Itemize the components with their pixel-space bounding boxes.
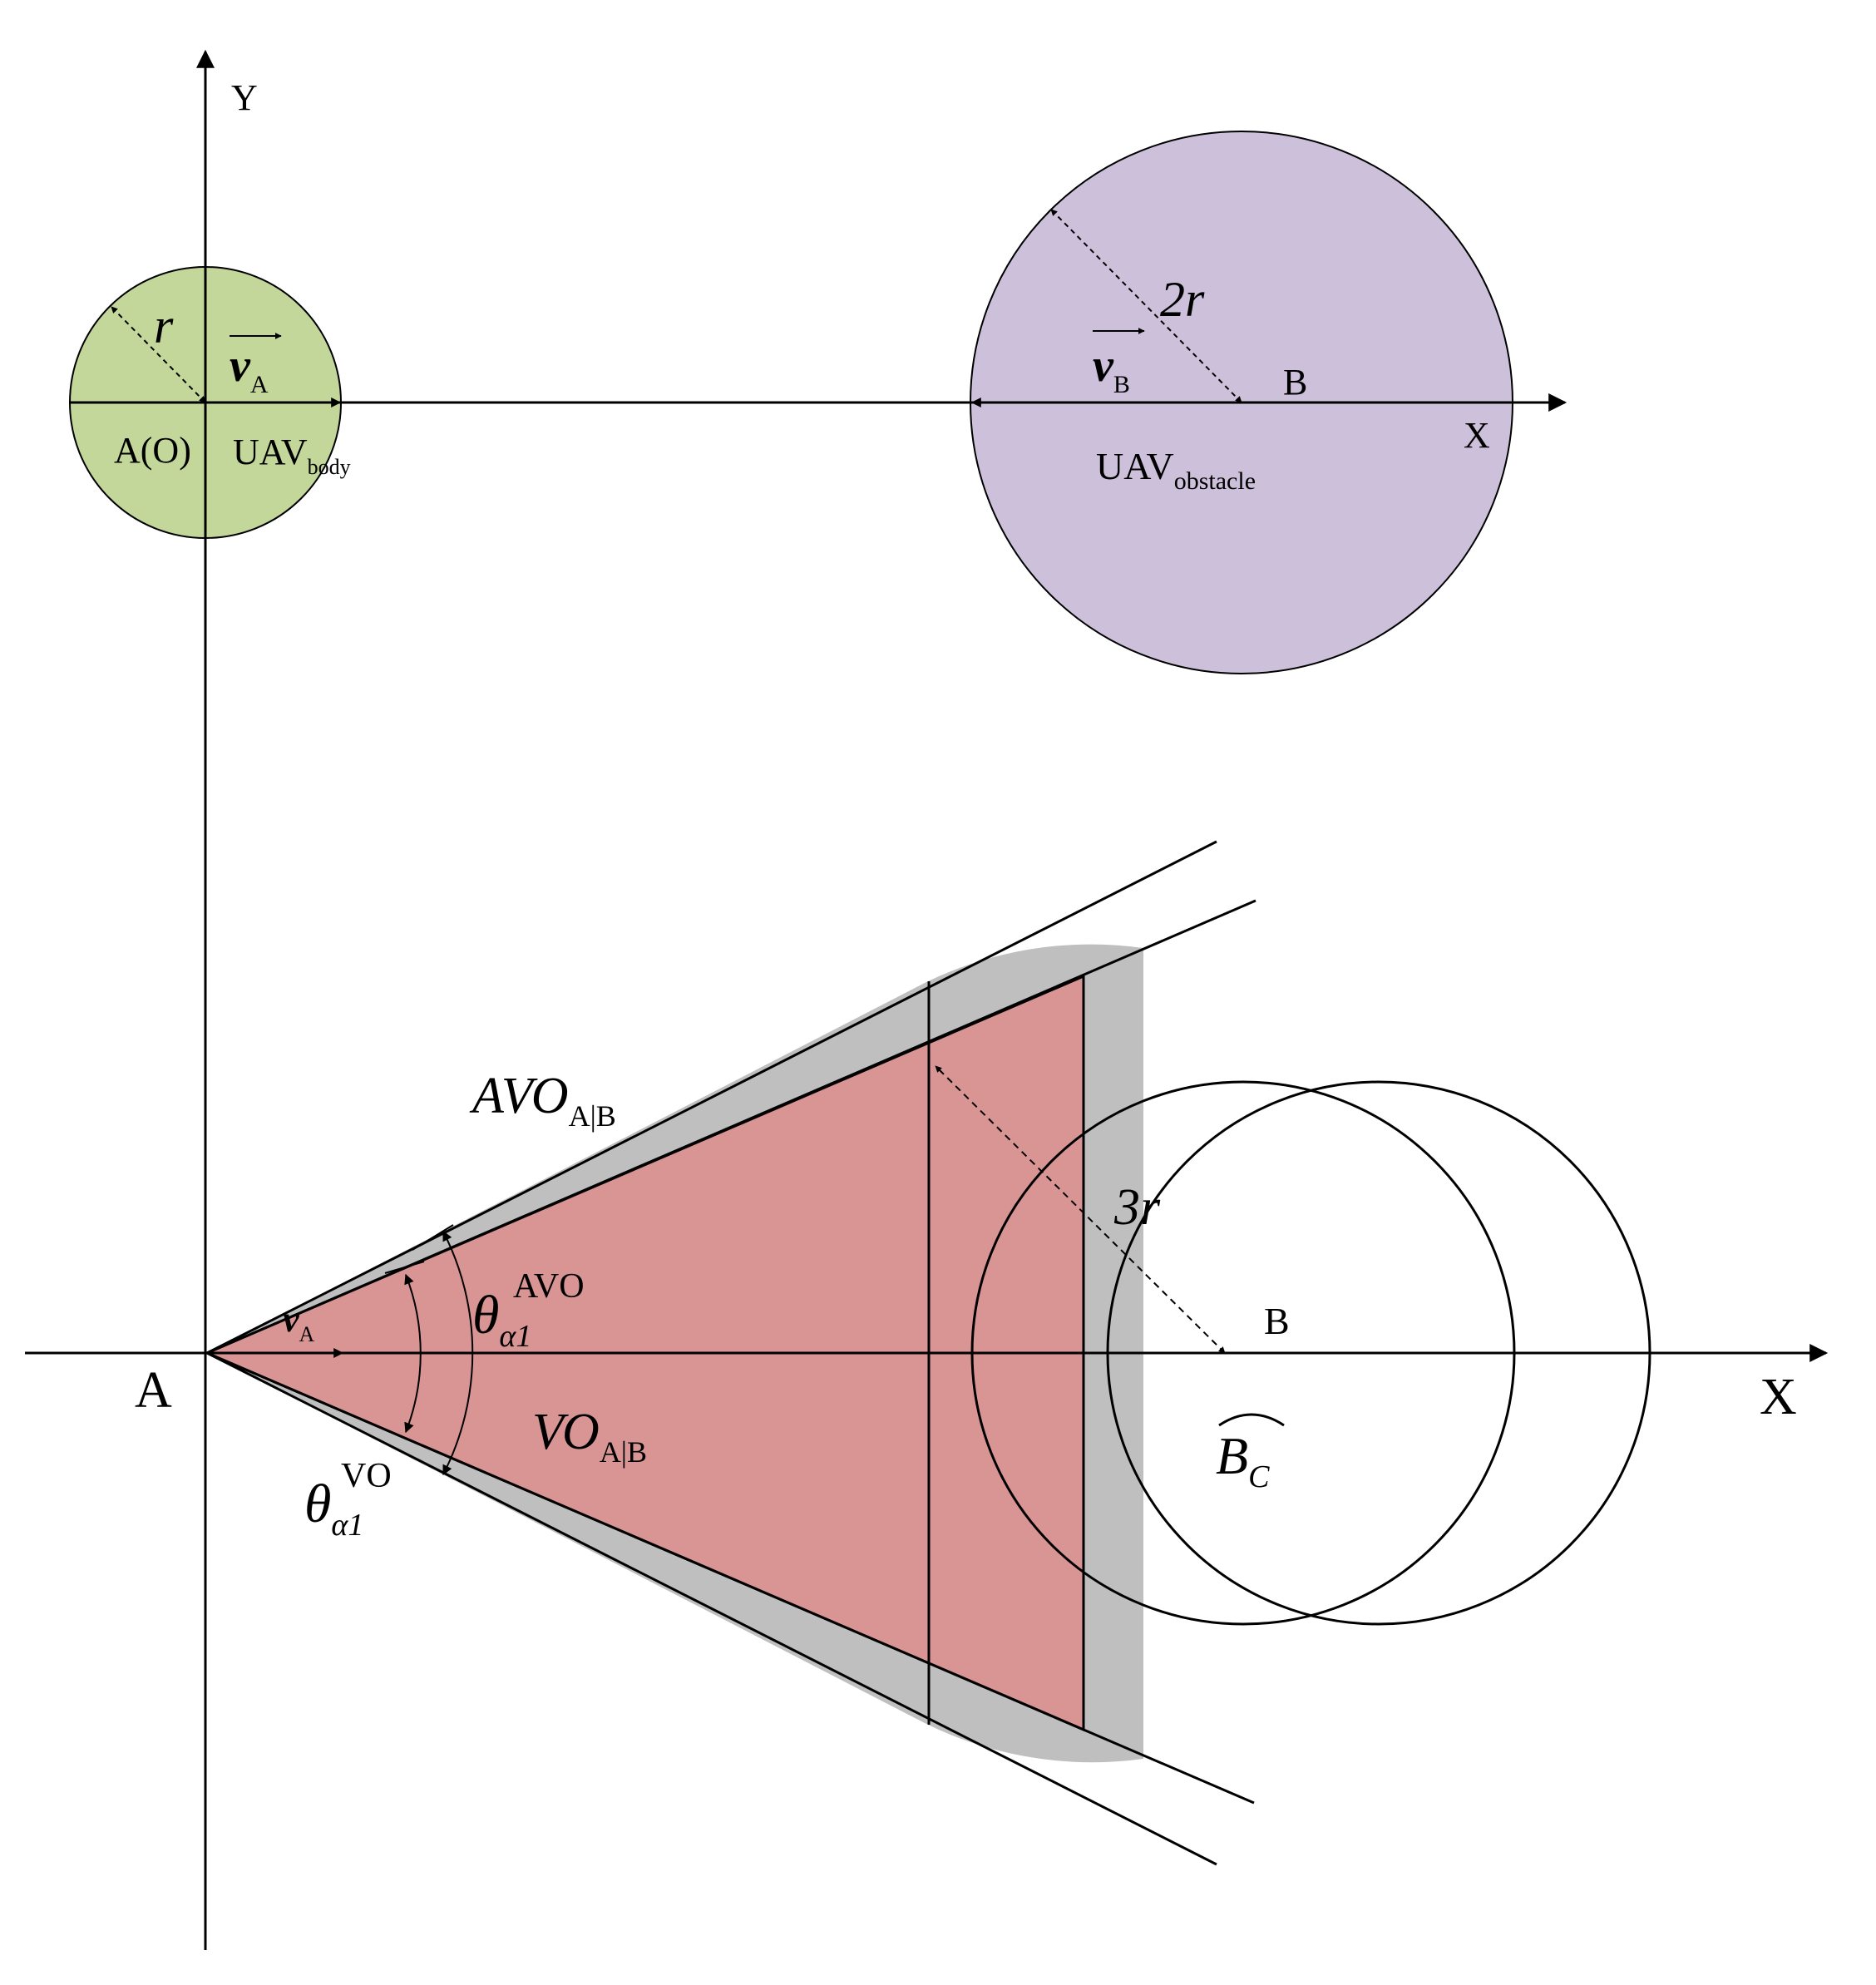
theta-vo-superscript: VO — [341, 1457, 392, 1495]
bottom-velocity-label: vA — [283, 1299, 315, 1346]
vo-label: VOA|B — [532, 1404, 647, 1469]
bottom-radius-label: 3r — [1113, 1179, 1161, 1236]
theta-avo-superscript: AVO — [513, 1267, 585, 1306]
avo-label: AVOA|B — [469, 1068, 616, 1133]
obstacle-body-label: UAVobstacle — [1096, 445, 1256, 495]
avo-upper-tangent — [206, 840, 1217, 1355]
bottom-center-label: B — [1264, 1300, 1290, 1342]
bottom-x-axis-label: X — [1760, 1369, 1797, 1425]
y-axis-label: Y — [231, 77, 258, 118]
collision-circle-hat — [1218, 1413, 1285, 1427]
theta-vo-arc — [404, 1273, 422, 1434]
own-radius-label: r — [154, 299, 174, 353]
origin-label: A(O) — [114, 430, 191, 471]
obstacle-radius-label: 2r — [1160, 272, 1205, 327]
theta-vo-tick — [384, 1261, 425, 1274]
own-body-label: UAVbody — [233, 432, 351, 479]
top-x-axis-label: X — [1464, 415, 1490, 456]
bottom-panel: A X AVOA|B VOA|B θα1 AVO θα1 VO vA 3r B … — [25, 840, 1829, 1866]
obstacle-velocity-label: vB — [1093, 340, 1130, 398]
vo-lower-tangent — [206, 1351, 1255, 1805]
theta-avo-arc — [442, 1230, 474, 1476]
vo-upper-tangent — [206, 899, 1256, 1355]
obstacle-center-label: B — [1283, 362, 1307, 402]
top-panel: Y X r vA A(O) UAVbody 2r vB B UAVobstacl… — [69, 49, 1567, 1950]
bottom-origin-label: A — [135, 1362, 172, 1419]
bottom-radius-arrow — [935, 1065, 1226, 1354]
theta-vo-label: θα1 — [304, 1474, 363, 1543]
theta-avo-label: θα1 — [472, 1285, 531, 1354]
theta-avo-tick — [412, 1224, 454, 1251]
own-velocity-label: vA — [230, 340, 269, 398]
avo-lower-tangent — [206, 1351, 1217, 1866]
own-radius-arrow — [111, 306, 206, 403]
collision-circle-label: BC — [1216, 1426, 1270, 1494]
